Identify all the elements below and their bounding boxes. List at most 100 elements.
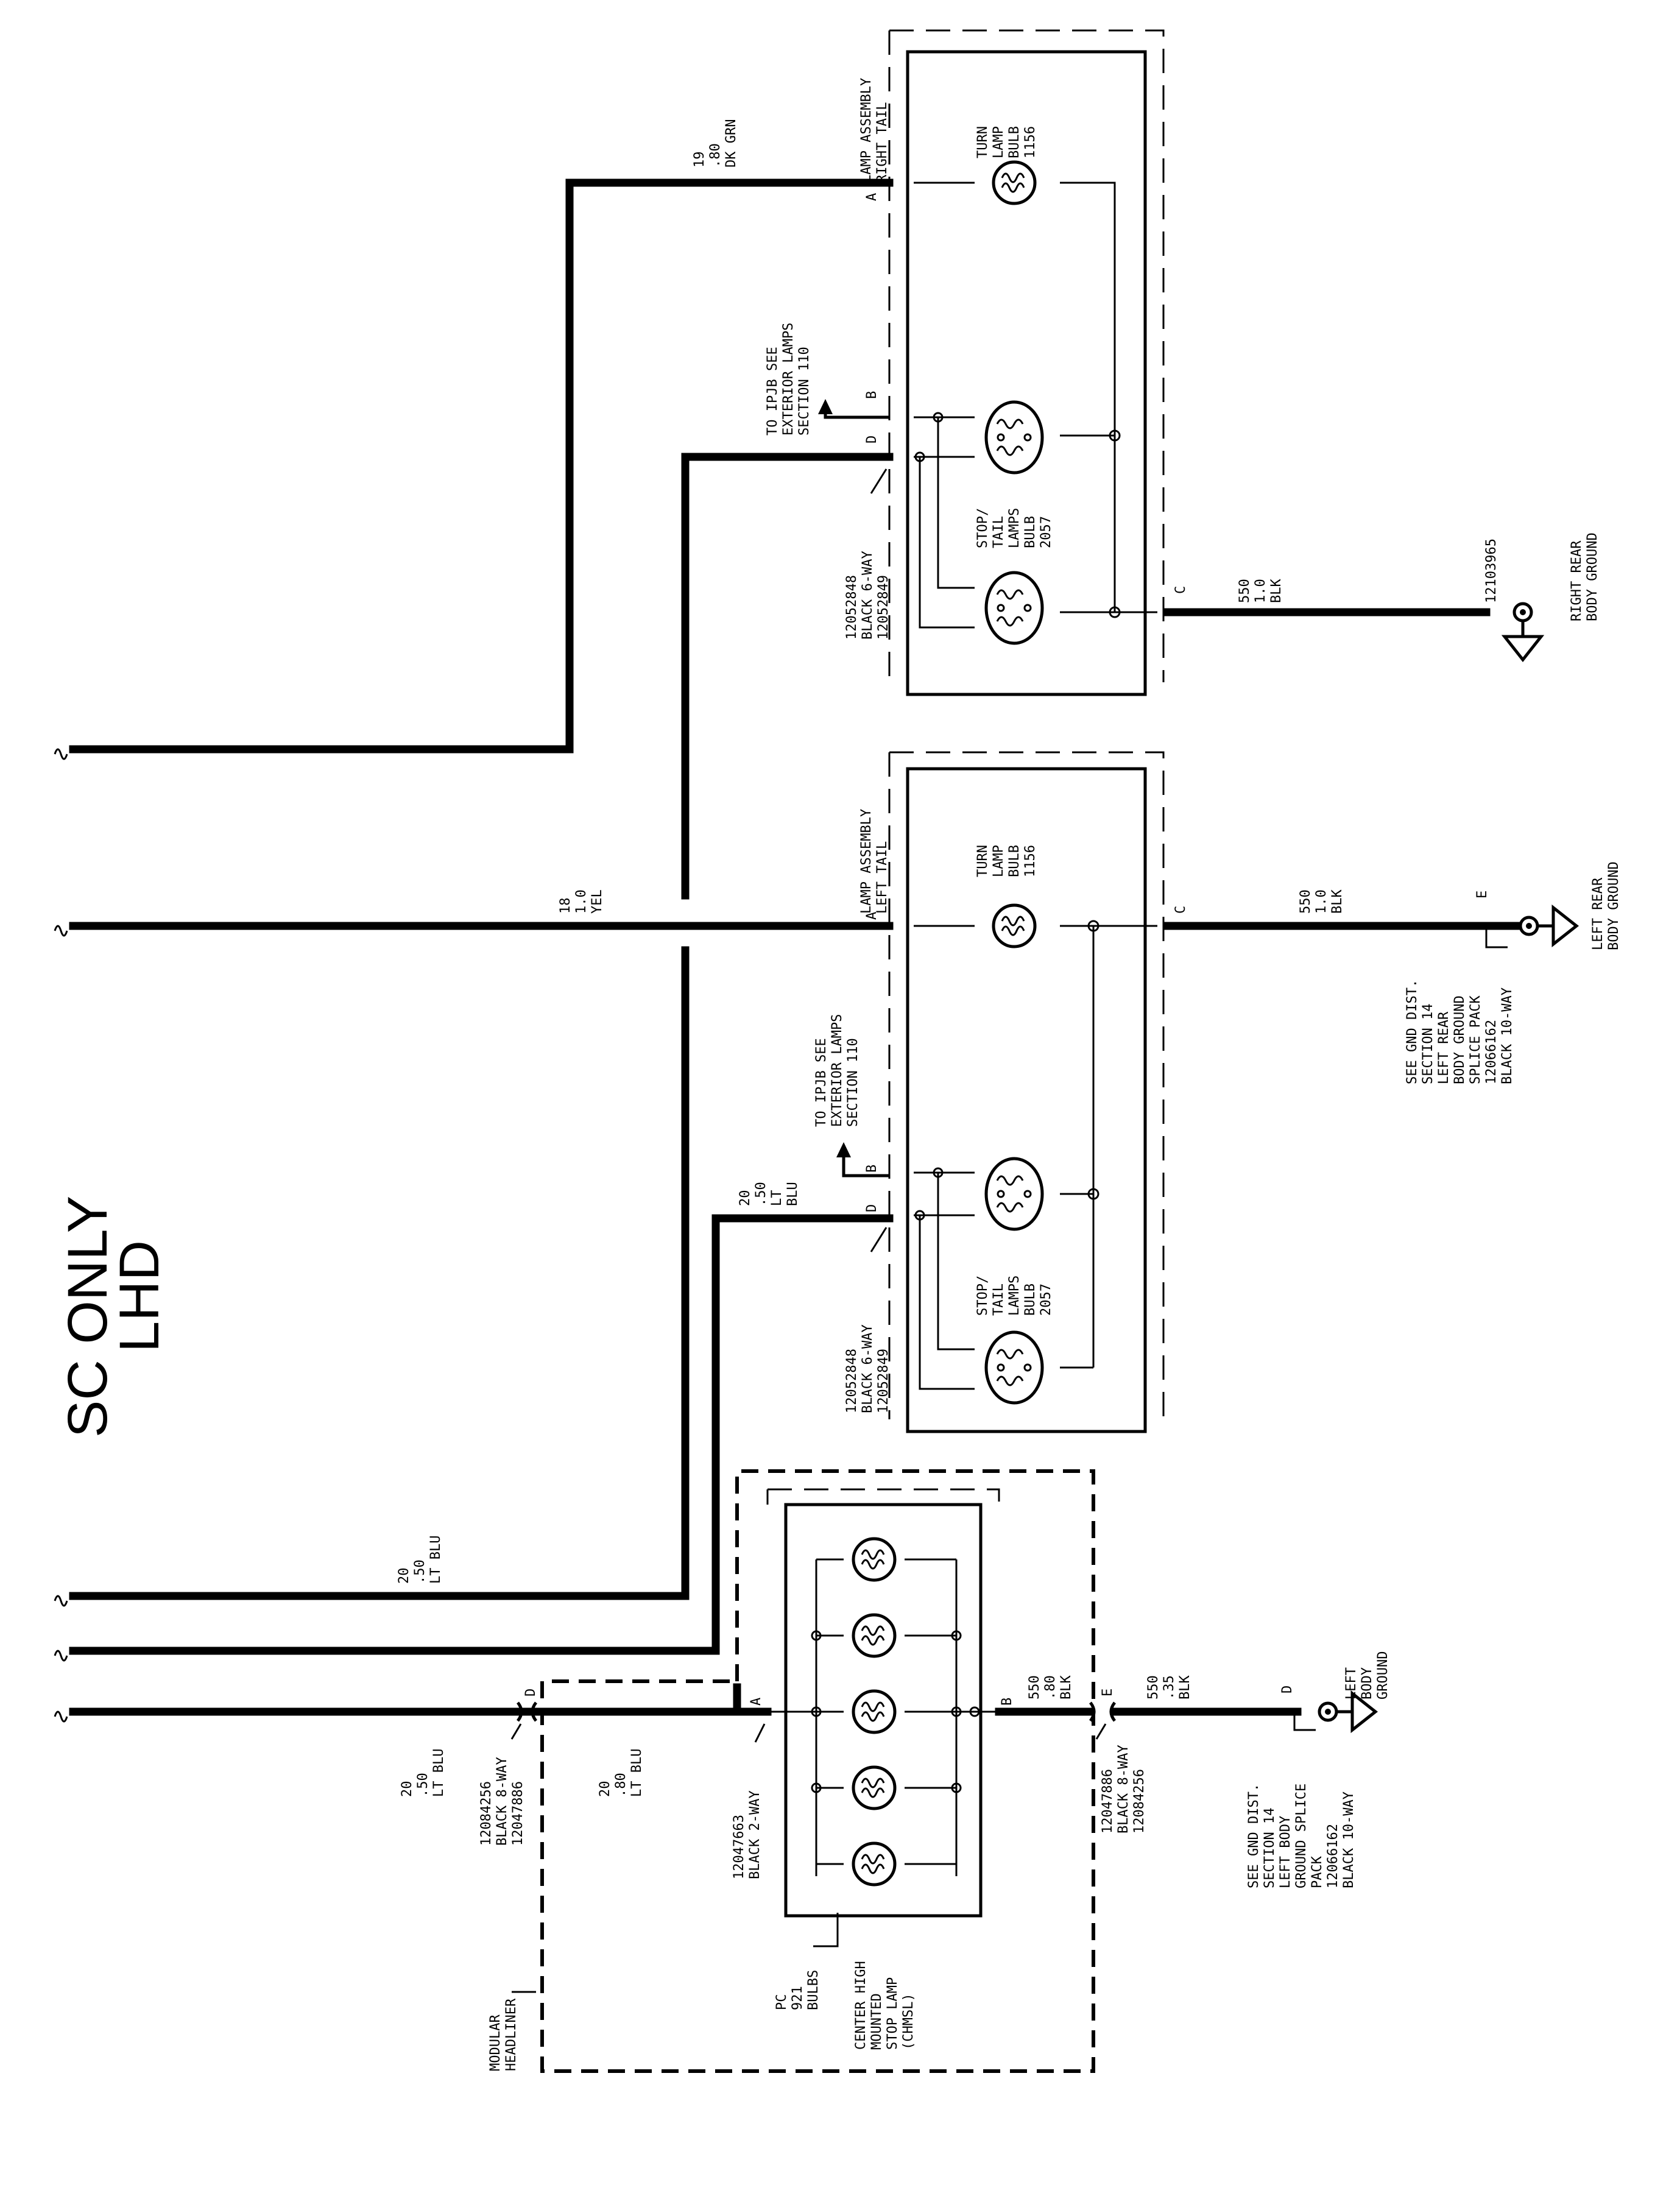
chmsl-wire-upper-1: 20 bbox=[397, 1568, 412, 1584]
left-wire-a-2: 1.0 bbox=[574, 889, 589, 914]
right-pin-d: D bbox=[864, 436, 880, 443]
right-turn-bulb-icon bbox=[994, 162, 1035, 203]
chmsl-wire-feed-3: LT BLU bbox=[431, 1749, 446, 1797]
left-connector-1: 12052848 bbox=[844, 1349, 859, 1413]
chmsl-wire-feed-1: 20 bbox=[400, 1781, 415, 1798]
left-stop-label-5: 2057 bbox=[1039, 1283, 1054, 1316]
chmsl-wire-upper-3: LT BLU bbox=[428, 1536, 443, 1584]
right-turn-label-3: BULB bbox=[1007, 126, 1022, 158]
left-connector-3: 12052849 bbox=[876, 1349, 891, 1413]
conn-left-3: 12047886 bbox=[510, 1781, 526, 1846]
chmsl-wire-out-3: BLK bbox=[1059, 1675, 1074, 1700]
conn-right-1: 12047886 bbox=[1100, 1769, 1115, 1834]
conn-left-2: BLACK 8-WAY bbox=[495, 1757, 510, 1846]
right-ground-part: 12103965 bbox=[1484, 538, 1499, 603]
left-stop-label-4: BULB bbox=[1023, 1283, 1038, 1316]
left-tail-name-1: LEFT TAIL bbox=[875, 841, 890, 914]
right-connector-3: 12052849 bbox=[876, 575, 891, 640]
right-ground-wire-3: BLK bbox=[1269, 579, 1284, 603]
left-turn-label-4: 1156 bbox=[1023, 845, 1038, 877]
right-stop-label-5: 2057 bbox=[1039, 516, 1054, 548]
left-stop-bulb-2-icon bbox=[986, 1332, 1042, 1403]
right-tail-name-1: RIGHT TAIL bbox=[875, 102, 890, 183]
left-wire-d-1: 20 bbox=[738, 1190, 753, 1207]
left-pin-b: B bbox=[864, 1165, 880, 1173]
chmsl-name-4: (CHMSL) bbox=[901, 1993, 916, 2050]
chmsl-name-1: CENTER HIGH bbox=[853, 1961, 869, 2050]
conn-right-pin: E bbox=[1100, 1689, 1115, 1696]
left-turn-bulb-icon bbox=[994, 905, 1035, 947]
chmsl-wire-out-2: .80 bbox=[1043, 1675, 1058, 1700]
headliner-label-2: HEADLINER bbox=[504, 1998, 519, 2071]
chmsl-ground-wire-2: .35 bbox=[1162, 1675, 1177, 1700]
chmsl-ground-note-6: 12066162 bbox=[1325, 1824, 1341, 1888]
diagram-title: SC ONLY LHD bbox=[57, 1196, 171, 1438]
right-ipjb-3: SECTION 110 bbox=[797, 347, 812, 436]
chmsl-bulbs-2: 921 bbox=[790, 1986, 805, 2010]
chmsl-wire-inner-2: .80 bbox=[613, 1773, 629, 1797]
right-ground-name-1: RIGHT REAR bbox=[1569, 540, 1584, 621]
chmsl-wire-upper-2: .50 bbox=[412, 1559, 428, 1584]
right-stop-label-3: LAMPS bbox=[1007, 508, 1022, 548]
chmsl-wire-inner-1: 20 bbox=[598, 1781, 613, 1798]
chmsl-ground-note-7: BLACK 10-WAY bbox=[1341, 1792, 1357, 1888]
left-stop-label-3: LAMPS bbox=[1007, 1276, 1022, 1316]
title-line-1: SC ONLY bbox=[57, 1196, 119, 1438]
chmsl-bulb-4-icon bbox=[853, 1767, 895, 1809]
chmsl-bulb-3-icon bbox=[853, 1691, 895, 1732]
left-connector-2: BLACK 6-WAY bbox=[860, 1324, 875, 1413]
conn-left-1: 12084256 bbox=[479, 1781, 494, 1846]
conn-left-pin: D bbox=[523, 1689, 538, 1696]
right-tail-name-2: LAMP ASSEMBLY bbox=[859, 78, 874, 183]
right-wire-1: 19 bbox=[692, 152, 707, 168]
chmsl-wire-feed-2: .50 bbox=[415, 1773, 431, 1797]
left-pin-d: D bbox=[864, 1204, 880, 1212]
chmsl-bulbs-1: PC bbox=[774, 1994, 789, 2011]
chmsl-assembly: A B 12047663 BLACK 2-WAY PC 921 BULBS CE… bbox=[397, 1469, 1391, 2073]
chmsl-ground-wire-3: BLK bbox=[1177, 1675, 1193, 1700]
chmsl-connector-1: 12047663 bbox=[732, 1815, 747, 1879]
left-wire-d-4: BLU bbox=[785, 1182, 800, 1206]
left-stop-label-1: STOP/ bbox=[975, 1276, 990, 1316]
left-turn-label-2: LAMP bbox=[991, 845, 1006, 877]
chmsl-ground-name-3: GROUND bbox=[1375, 1651, 1391, 1700]
right-ground-wire-1: 550 bbox=[1237, 579, 1252, 603]
chmsl-ground-note-1: SEE GND DIST. bbox=[1246, 1784, 1262, 1888]
chmsl-ground-name-1: LEFT bbox=[1344, 1667, 1359, 1700]
right-ipjb-2: EXTERIOR LAMPS bbox=[781, 323, 796, 436]
right-pin-b: B bbox=[864, 391, 880, 399]
chmsl-ground-note-4: GROUND SPLICE bbox=[1294, 1784, 1309, 1888]
left-ground-note-2: SECTION 14 bbox=[1421, 1004, 1436, 1084]
chmsl-connector-2: BLACK 2-WAY bbox=[747, 1790, 763, 1879]
right-ground-wire-2: 1.0 bbox=[1253, 579, 1268, 603]
left-ground-wire-3: BLK bbox=[1330, 889, 1345, 914]
chmsl-bulb-5-icon bbox=[853, 1843, 895, 1885]
chmsl-wire-inner-3: LT BLU bbox=[629, 1749, 644, 1797]
left-ground-wire-2: 1.0 bbox=[1314, 889, 1329, 914]
chmsl-box bbox=[784, 1503, 983, 1918]
right-turn-label-2: LAMP bbox=[991, 126, 1006, 158]
harness-wires bbox=[54, 178, 1302, 1723]
left-stop-label-2: TAIL bbox=[991, 1283, 1006, 1316]
left-ipjb-1: TO IPJB SEE bbox=[814, 1038, 829, 1127]
right-wire-2: .80 bbox=[708, 143, 723, 168]
right-pin-a: A bbox=[864, 193, 880, 201]
chmsl-ground-note-2: SECTION 14 bbox=[1262, 1808, 1277, 1888]
right-rear-ground-icon bbox=[1505, 604, 1541, 660]
chmsl-bulb-1-icon bbox=[853, 1539, 895, 1580]
right-turn-label-1: TURN bbox=[975, 126, 990, 158]
chmsl-name-2: MOUNTED bbox=[869, 1993, 884, 2050]
chmsl-ground-pin: D bbox=[1280, 1686, 1295, 1693]
title-line-2: LHD bbox=[108, 1240, 171, 1352]
right-ground-name-2: BODY GROUND bbox=[1585, 532, 1600, 621]
left-tail-name-2: LAMP ASSEMBLY bbox=[859, 809, 874, 914]
left-ground-note-5: SPLICE PACK bbox=[1468, 995, 1483, 1084]
left-wire-d-3: LT bbox=[769, 1190, 785, 1207]
headliner-label-1: MODULAR bbox=[488, 2014, 503, 2071]
right-tail-lamp-box bbox=[906, 50, 1147, 696]
right-stop-label-2: TAIL bbox=[991, 516, 1006, 548]
chmsl-ground-note-5: PACK bbox=[1310, 1855, 1325, 1888]
right-ipjb-1: TO IPJB SEE bbox=[765, 347, 780, 436]
chmsl-bulb-2-icon bbox=[853, 1615, 895, 1656]
